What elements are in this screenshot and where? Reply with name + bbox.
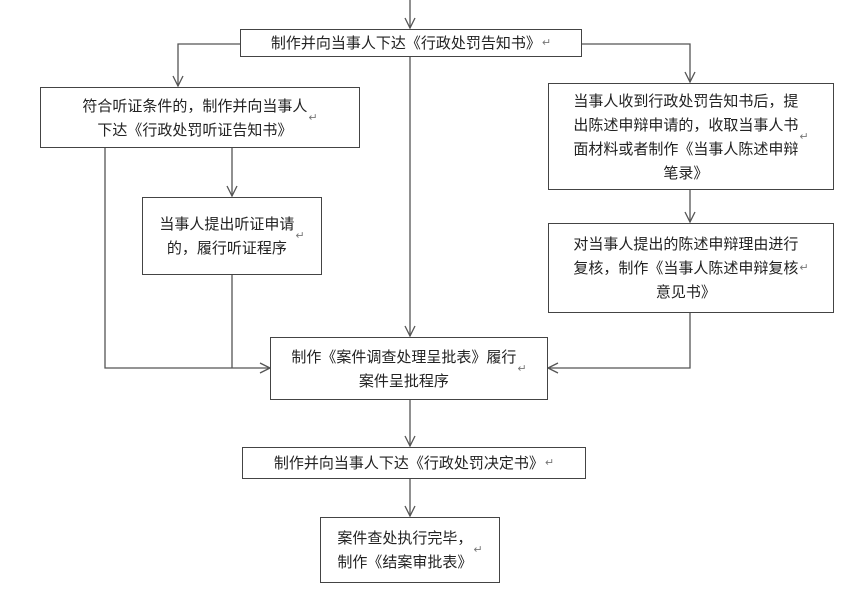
arrow-review-to-approval [548, 313, 691, 368]
node-statement-defense: 当事人收到行政处罚告知书后，提 出陈述申辩申请的，收取当事人书 面材料或者制作《… [548, 83, 834, 190]
arrow-hearing-notice-to-approval [104, 148, 270, 368]
node-case-approval: 制作《案件调查处理呈批表》履行 案件呈批程序↵ [270, 337, 548, 400]
node-hearing-procedure: 当事人提出听证申请 的，履行听证程序↵ [142, 197, 322, 275]
node-penalty-decision: 制作并向当事人下达《行政处罚决定书》↵ [242, 447, 586, 479]
arrow-notice-to-hearing-notice [178, 43, 240, 86]
node-case-closure: 案件查处执行完毕， 制作《结案审批表》↵ [320, 517, 500, 583]
arrow-notice-to-statement [582, 43, 690, 82]
node-review-opinion: 对当事人提出的陈述申辩理由进行 复核，制作《当事人陈述申辩复核 意见书》↵ [548, 223, 834, 313]
node-hearing-notice: 符合听证条件的，制作并向当事人 下达《行政处罚听证告知书》↵ [40, 87, 360, 148]
node-penalty-notice: 制作并向当事人下达《行政处罚告知书》↵ [240, 29, 582, 57]
